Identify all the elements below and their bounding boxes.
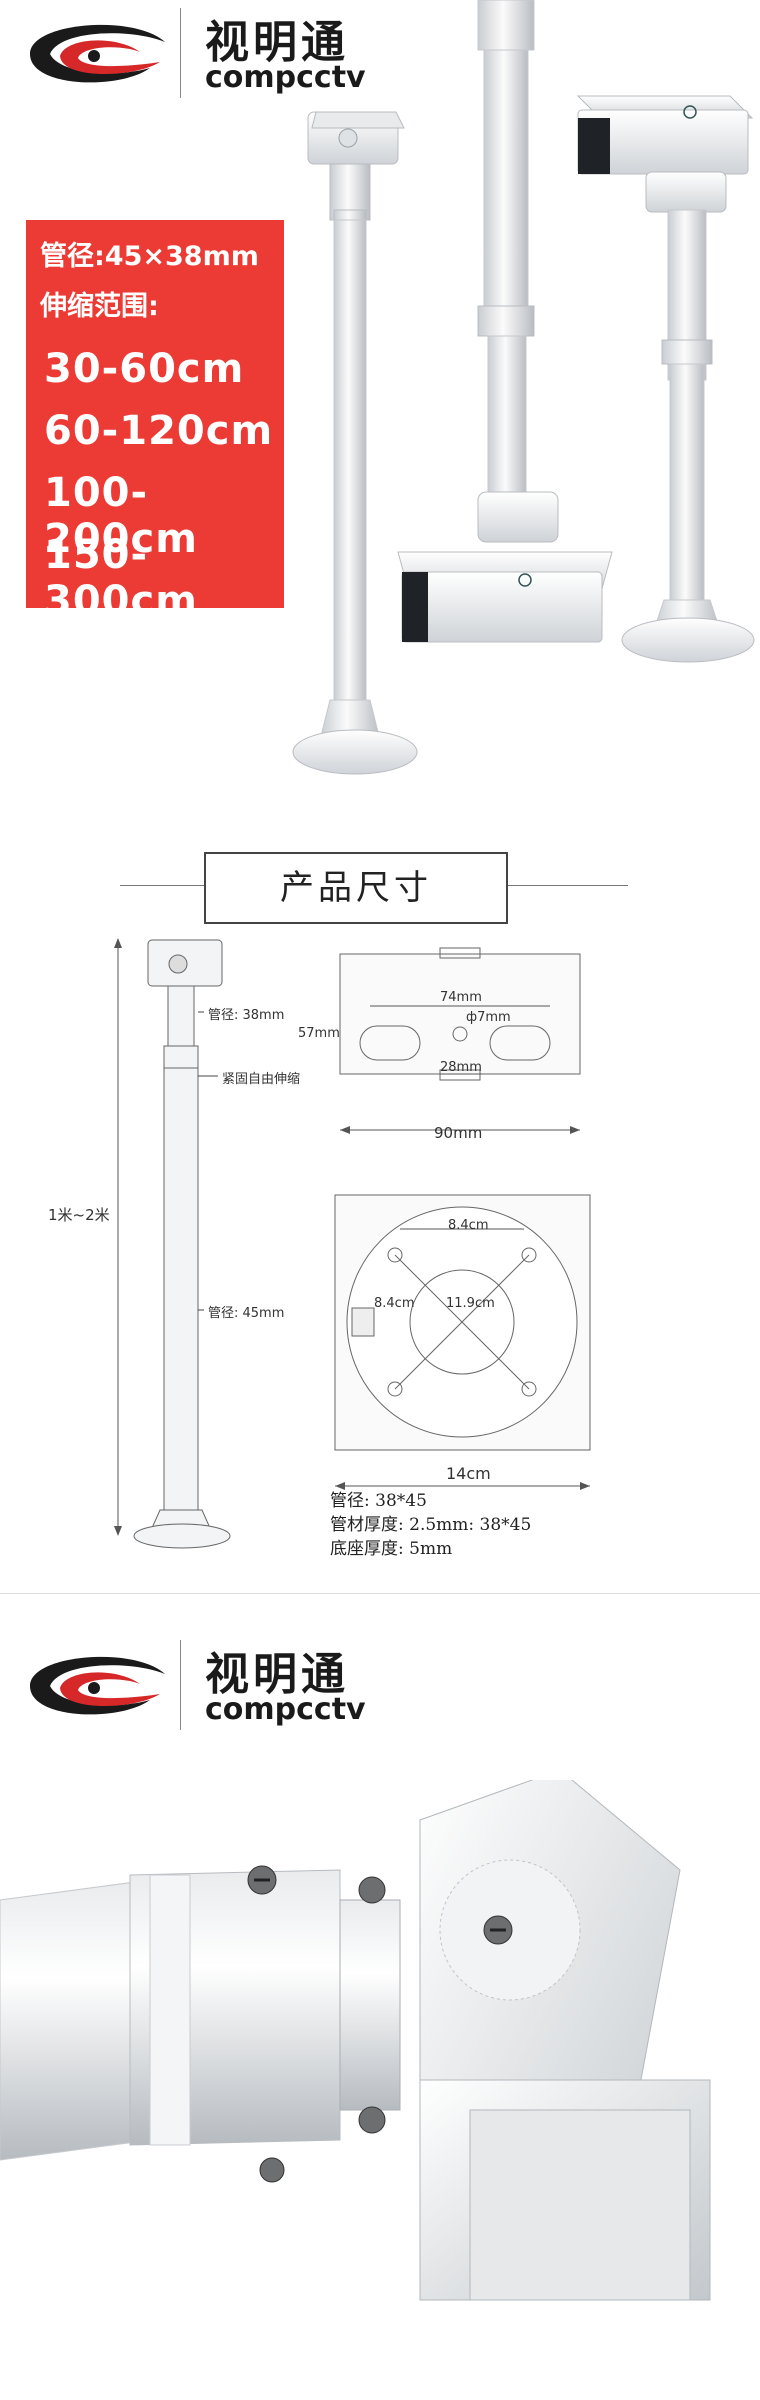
bracket-2 [397, 0, 613, 643]
dim-pipe-bottom: 管径: 45mm [208, 1306, 285, 1321]
dim-plate-inner: 74mm [440, 990, 482, 1005]
bracket-1 [292, 111, 418, 775]
spec-range-3: 100-200cm [44, 470, 198, 562]
brand-name-cn: 视明通 [205, 1649, 349, 1700]
section-separator [0, 1593, 760, 1594]
spec-pipe: 管径:45×38mm [40, 241, 259, 272]
dimension-drawing [114, 938, 591, 1549]
spec-range-label: 伸缩范围: [40, 291, 159, 322]
dim-base-diameter: 14cm [446, 1464, 491, 1483]
brand-logo-icon [30, 24, 165, 83]
brand-header-top: 视明通 compcctv [0, 0, 760, 110]
dim-length: 1米~2米 [48, 1206, 110, 1224]
title-rule-right [508, 885, 628, 886]
note-pipe: 管径: 38*45 [330, 1491, 427, 1511]
spec-panel: 管径:45×38mm 伸缩范围: 30-60cm 60-120cm 100-20… [26, 220, 284, 624]
brand-name-cn: 视明通 [205, 17, 349, 68]
note-base: 底座厚度: 5mm [330, 1539, 453, 1559]
brand-logo-icon [30, 1656, 165, 1715]
dim-pipe-top: 管径: 38mm [208, 1008, 285, 1023]
dim-plate-width: 90mm [434, 1124, 483, 1142]
section-title: 产品尺寸 [204, 852, 508, 924]
brand-divider [180, 8, 181, 98]
brand-divider [180, 1640, 181, 1730]
dim-base-side: 8.4cm [374, 1296, 415, 1311]
bracket-3 [576, 95, 755, 663]
spec-range-4: 150-300cm [44, 532, 198, 624]
note-thickness: 管材厚度: 2.5mm: 38*45 [330, 1515, 532, 1535]
dim-base-inner: 8.4cm [448, 1218, 489, 1233]
dim-telescoping: 紧固自由伸缩 [222, 1072, 301, 1087]
brand-name-en: compcctv [205, 60, 366, 95]
dim-hole: ф7mm [466, 1010, 511, 1025]
brand-name-en: compcctv [205, 1692, 366, 1727]
dim-plate-slot: 28mm [440, 1060, 482, 1075]
closeup-photo [0, 1780, 760, 2400]
spec-range-2: 60-120cm [44, 408, 274, 454]
brand-header-bottom: 视明通 compcctv [0, 1632, 760, 1742]
spec-range-1: 30-60cm [44, 346, 245, 392]
dim-base-diag: 11.9cm [446, 1296, 495, 1311]
dim-plate-height: 57mm [298, 1026, 340, 1041]
title-rule-left [120, 885, 204, 886]
product-photo [292, 0, 755, 775]
